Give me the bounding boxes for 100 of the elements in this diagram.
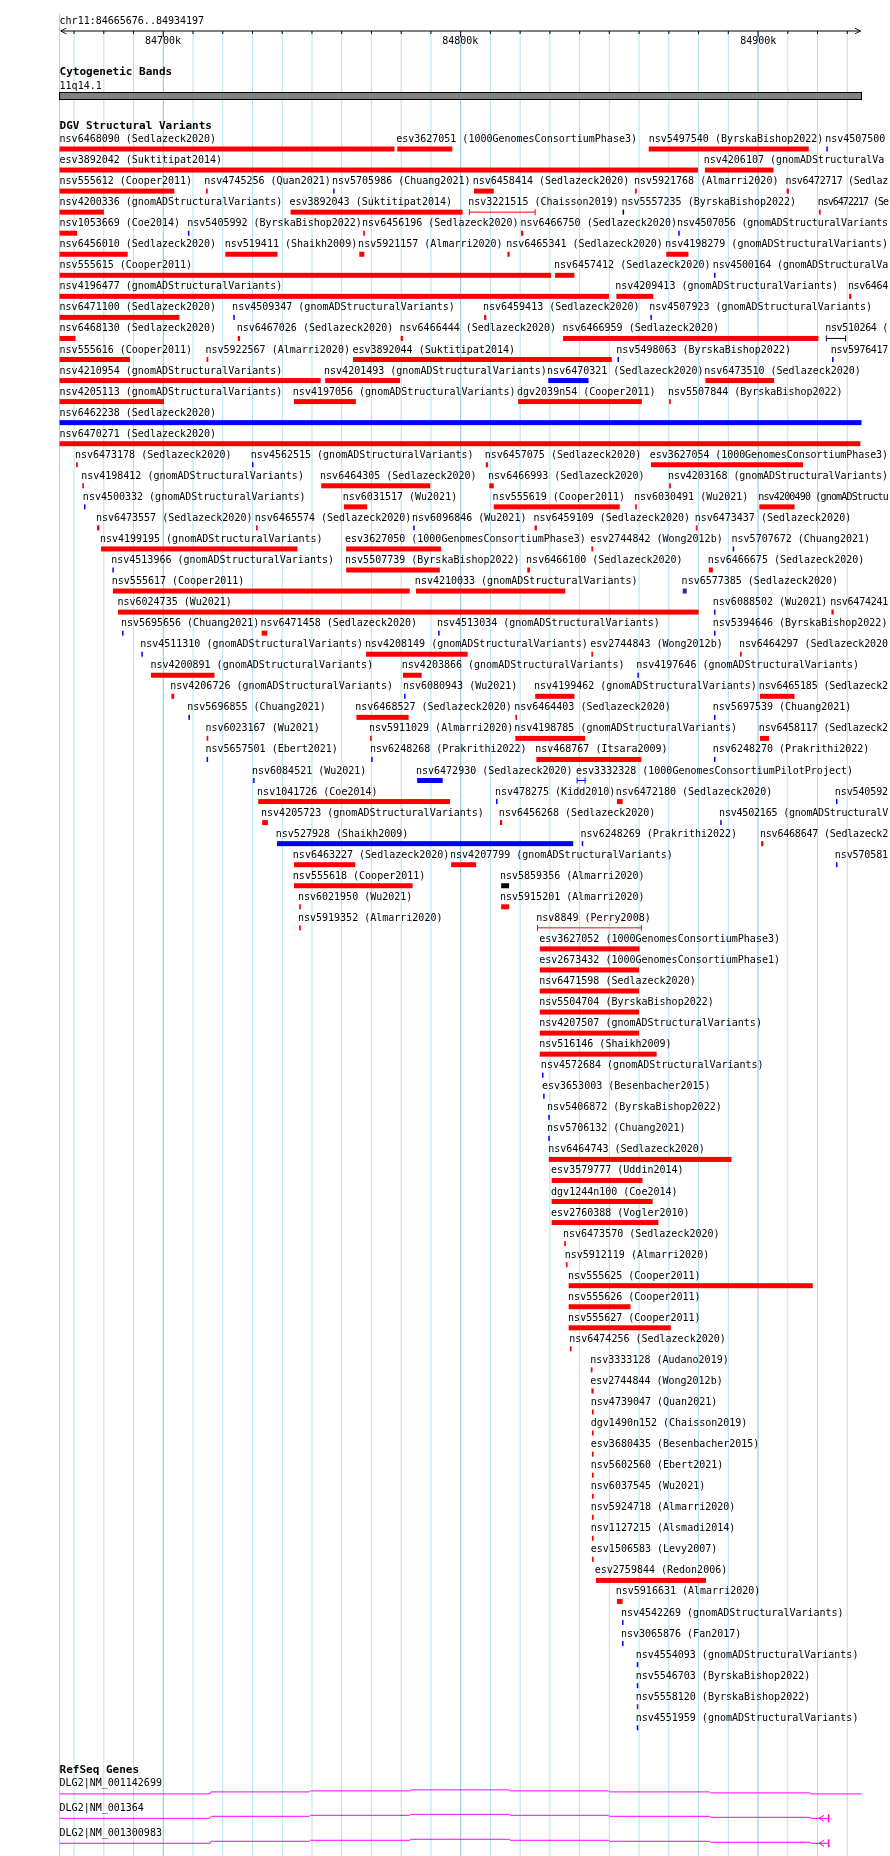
variant-label: nsv4207799 (gnomADStructuralVariants) <box>450 848 673 861</box>
variant-label: nsv6464297 (Sedlazeck2020 <box>738 638 888 651</box>
variant-label: nsv4507056 (gnomADStructuralVariants <box>677 217 888 230</box>
variant-label: nsv6466750 (Sedlazeck2020) <box>520 217 677 230</box>
track-title: Cytogenetic Bands <box>59 66 173 78</box>
variant-label: nsv5707672 (Chuang2021) <box>731 532 871 545</box>
variant-label: nsv555625 (Cooper2011) <box>568 1269 701 1282</box>
gene-label: DLG2|NM_001142699 <box>59 1776 162 1789</box>
variant-label: nsv6462238 (Sedlazeck2020) <box>59 406 217 419</box>
variant-label: nsv5394646 (ByrskaBishop2022) <box>712 617 888 630</box>
variant-label: nsv4199195 (gnomADStructuralVariants) <box>99 532 323 545</box>
variant-label: esv2744842 (Wong2012b) <box>590 532 723 545</box>
variant-label: nsv5602560 (Ebert2021) <box>590 1459 724 1472</box>
variant-label: nsv6466959 (Sedlazeck2020) <box>562 322 719 335</box>
variant-label: nsv6472217 (Se <box>817 196 888 209</box>
variant-label: nsv6470271 (Sedlazeck2020) <box>59 427 217 440</box>
variant-label: nsv5916631 (Almarri2020) <box>615 1585 761 1598</box>
variant-label: nsv5546703 (ByrskaBishop2022) <box>635 1669 811 1682</box>
variant-label: nsv4199462 (gnomADStructuralVariants) <box>534 680 757 693</box>
variant-label: nsv4198412 (gnomADStructuralVariants) <box>81 469 304 482</box>
variant-label: nsv6248268 (Prakrithi2022) <box>370 743 527 756</box>
variant-label: nsv5976417 <box>830 343 888 356</box>
variant-label: dgv2039n54 (Cooper2011) <box>517 385 656 398</box>
variant-label: nsv6472717 (Sedlaz <box>785 175 888 188</box>
variant-label: nsv6080943 (Wu2021) <box>402 680 518 693</box>
variant-label: nsv6466675 (Sedlazeck2020) <box>707 554 865 566</box>
variant-label: esv1506583 (Levy2007) <box>590 1543 718 1556</box>
variant-label: nsv519411 (Shaikh2009) <box>224 238 358 251</box>
variant-label: nsv6457075 (Sedlazeck2020) <box>484 448 642 461</box>
variant-label: nsv6472180 (Sedlazeck2020) <box>615 785 773 798</box>
variant-label: nsv5558120 (ByrskaBishop2022) <box>635 1690 811 1703</box>
variant-label: nsv6471598 (Sedlazeck2020) <box>539 975 696 987</box>
variant-label: nsv6458117 (Sedlazeck2 <box>758 722 888 735</box>
variant-label: nsv5705986 (Chuang2021) <box>332 175 471 188</box>
variant-label: nsv5695656 (Chuang2021) <box>120 617 260 630</box>
variant-label: nsv570581 <box>834 848 888 861</box>
variant-label: nsv6465341 (Sedlazeck2020) <box>506 238 663 251</box>
variant-label: nsv6456196 (Sedlazeck2020) <box>362 217 519 230</box>
gene-label: DLG2|NM_001364 <box>59 1802 144 1815</box>
variant-label: esv3892042 (Suktitipat2014) <box>59 154 223 167</box>
variant-label: nsv5921768 (Almarri2020) <box>633 175 779 188</box>
variant-label: nsv4500164 (gnomADStructuralVa <box>712 259 888 272</box>
variant-label: nsv6456268 (Sedlazeck2020) <box>498 806 656 819</box>
variant-label: nsv4201493 (gnomADStructuralVariants) <box>324 364 547 377</box>
variant-label: nsv4551959 (gnomADStructuralVariants) <box>635 1711 859 1724</box>
variant-label: nsv555617 (Cooper2011) <box>111 575 245 588</box>
variant-label: esv3892043 (Suktitipat2014) <box>289 196 452 209</box>
variant-label: nsv6468130 (Sedlazeck2020) <box>59 322 217 335</box>
variant-label: esv3579777 (Uddin2014) <box>551 1164 684 1177</box>
variant-label: nsv6464 <box>847 280 888 293</box>
variant-label: nsv527928 (Shaikh2009) <box>275 827 409 840</box>
tick-label: 84700k <box>144 35 181 47</box>
variant-label: nsv4207507 (gnomADStructuralVariants) <box>539 1017 762 1030</box>
variant-label: nsv5406872 (ByrskaBishop2022) <box>547 1101 722 1114</box>
variant-label: nsv4198785 (gnomADStructuralVariants) <box>514 722 737 735</box>
variant-label: nsv6473557 (Sedlazeck2020) <box>95 511 253 524</box>
variant-label: nsv6030491 (Wu2021) <box>633 490 749 503</box>
variant-label: nsv8849 (Perry2008) <box>536 911 651 924</box>
variant-label: nsv5924718 (Almarri2020) <box>590 1501 736 1514</box>
tick-label: 84800k <box>442 35 479 47</box>
variant-label: nsv6466444 (Sedlazeck2020) <box>399 322 557 335</box>
variant-label: nsv4572684 (gnomADStructuralVariants) <box>540 1059 764 1072</box>
variant-label: esv2673432 (1000GenomesConsortiumPhase1) <box>539 953 780 966</box>
variant-label: esv3627050 (1000GenomesConsortiumPhase3) <box>345 532 586 545</box>
variant-label: nsv6467026 (Sedlazeck2020) <box>236 322 394 335</box>
variant-label: nsv5915201 (Almarri2020) <box>500 890 645 903</box>
variant-label: nsv468767 (Itsara2009) <box>535 743 668 756</box>
variant-label: nsv6470321 (Sedlazeck2020) <box>547 364 704 377</box>
variant-label: nsv3333128 (Audano2019) <box>590 1353 729 1366</box>
variant-label: nsv6464403 (Sedlazeck2020) <box>514 701 671 714</box>
variant-label: nsv6577385 (Sedlazeck2020) <box>681 575 839 588</box>
variant-label: nsv555618 (Cooper2011) <box>292 869 426 882</box>
variant-label: nsv4197056 (gnomADStructuralVariants) <box>292 385 516 398</box>
variant-label: nsv555615 (Cooper2011) <box>59 259 193 272</box>
variant-label: nsv510264 ( <box>825 322 888 335</box>
variant-label: nsv5919352 (Almarri2020) <box>297 911 443 924</box>
variant-label: nsv6473510 (Sedlazeck2020) <box>704 364 861 377</box>
variant-label: nsv6473570 (Sedlazeck2020) <box>563 1227 720 1240</box>
variant-label: nsv4210954 (gnomADStructuralVariants) <box>59 364 283 377</box>
variant-label: nsv555619 (Cooper2011) <box>492 490 626 503</box>
variant-label: nsv6088502 (Wu2021) <box>712 596 828 609</box>
variant-label: nsv6465185 (Sedlazeck2 <box>758 680 888 693</box>
variant-label: nsv4513034 (gnomADStructuralVariants) <box>437 617 660 630</box>
variant-label: nsv6457412 (Sedlazeck2020) <box>553 259 711 272</box>
variant-label: nsv6037545 (Wu2021) <box>590 1480 706 1493</box>
variant-label: nsv5657501 (Ebert2021) <box>205 743 338 756</box>
variant-label: nsv4209413 (gnomADStructuralVariants) <box>615 280 838 293</box>
variant-label: nsv4739047 (Quan2021) <box>590 1396 718 1408</box>
variant-label: nsv6096846 (Wu2021) <box>412 511 527 524</box>
variant-label: nsv5507739 (ByrskaBishop2022) <box>345 554 520 566</box>
variant-label: nsv6473437 (Sedlazeck2020) <box>694 511 852 524</box>
variant-label: nsv4198279 (gnomADStructuralVariants) <box>665 238 888 251</box>
variant-label: nsv5697539 (Chuang2021) <box>712 701 852 714</box>
variant-label: nsv5911029 (Almarri2020) <box>368 722 514 735</box>
variant-label: nsv6248269 (Prakrithi2022) <box>580 827 738 840</box>
variant-label: nsv478275 (Kidd2010) <box>494 785 616 798</box>
variant-label: nsv4205113 (gnomADStructuralVariants) <box>59 385 283 398</box>
variant-label: nsv5504704 (ByrskaBishop2022) <box>539 996 714 1009</box>
gene-label: DLG2|NM_001300983 <box>59 1827 162 1840</box>
variant-label: nsv555616 (Cooper2011) <box>59 343 193 356</box>
